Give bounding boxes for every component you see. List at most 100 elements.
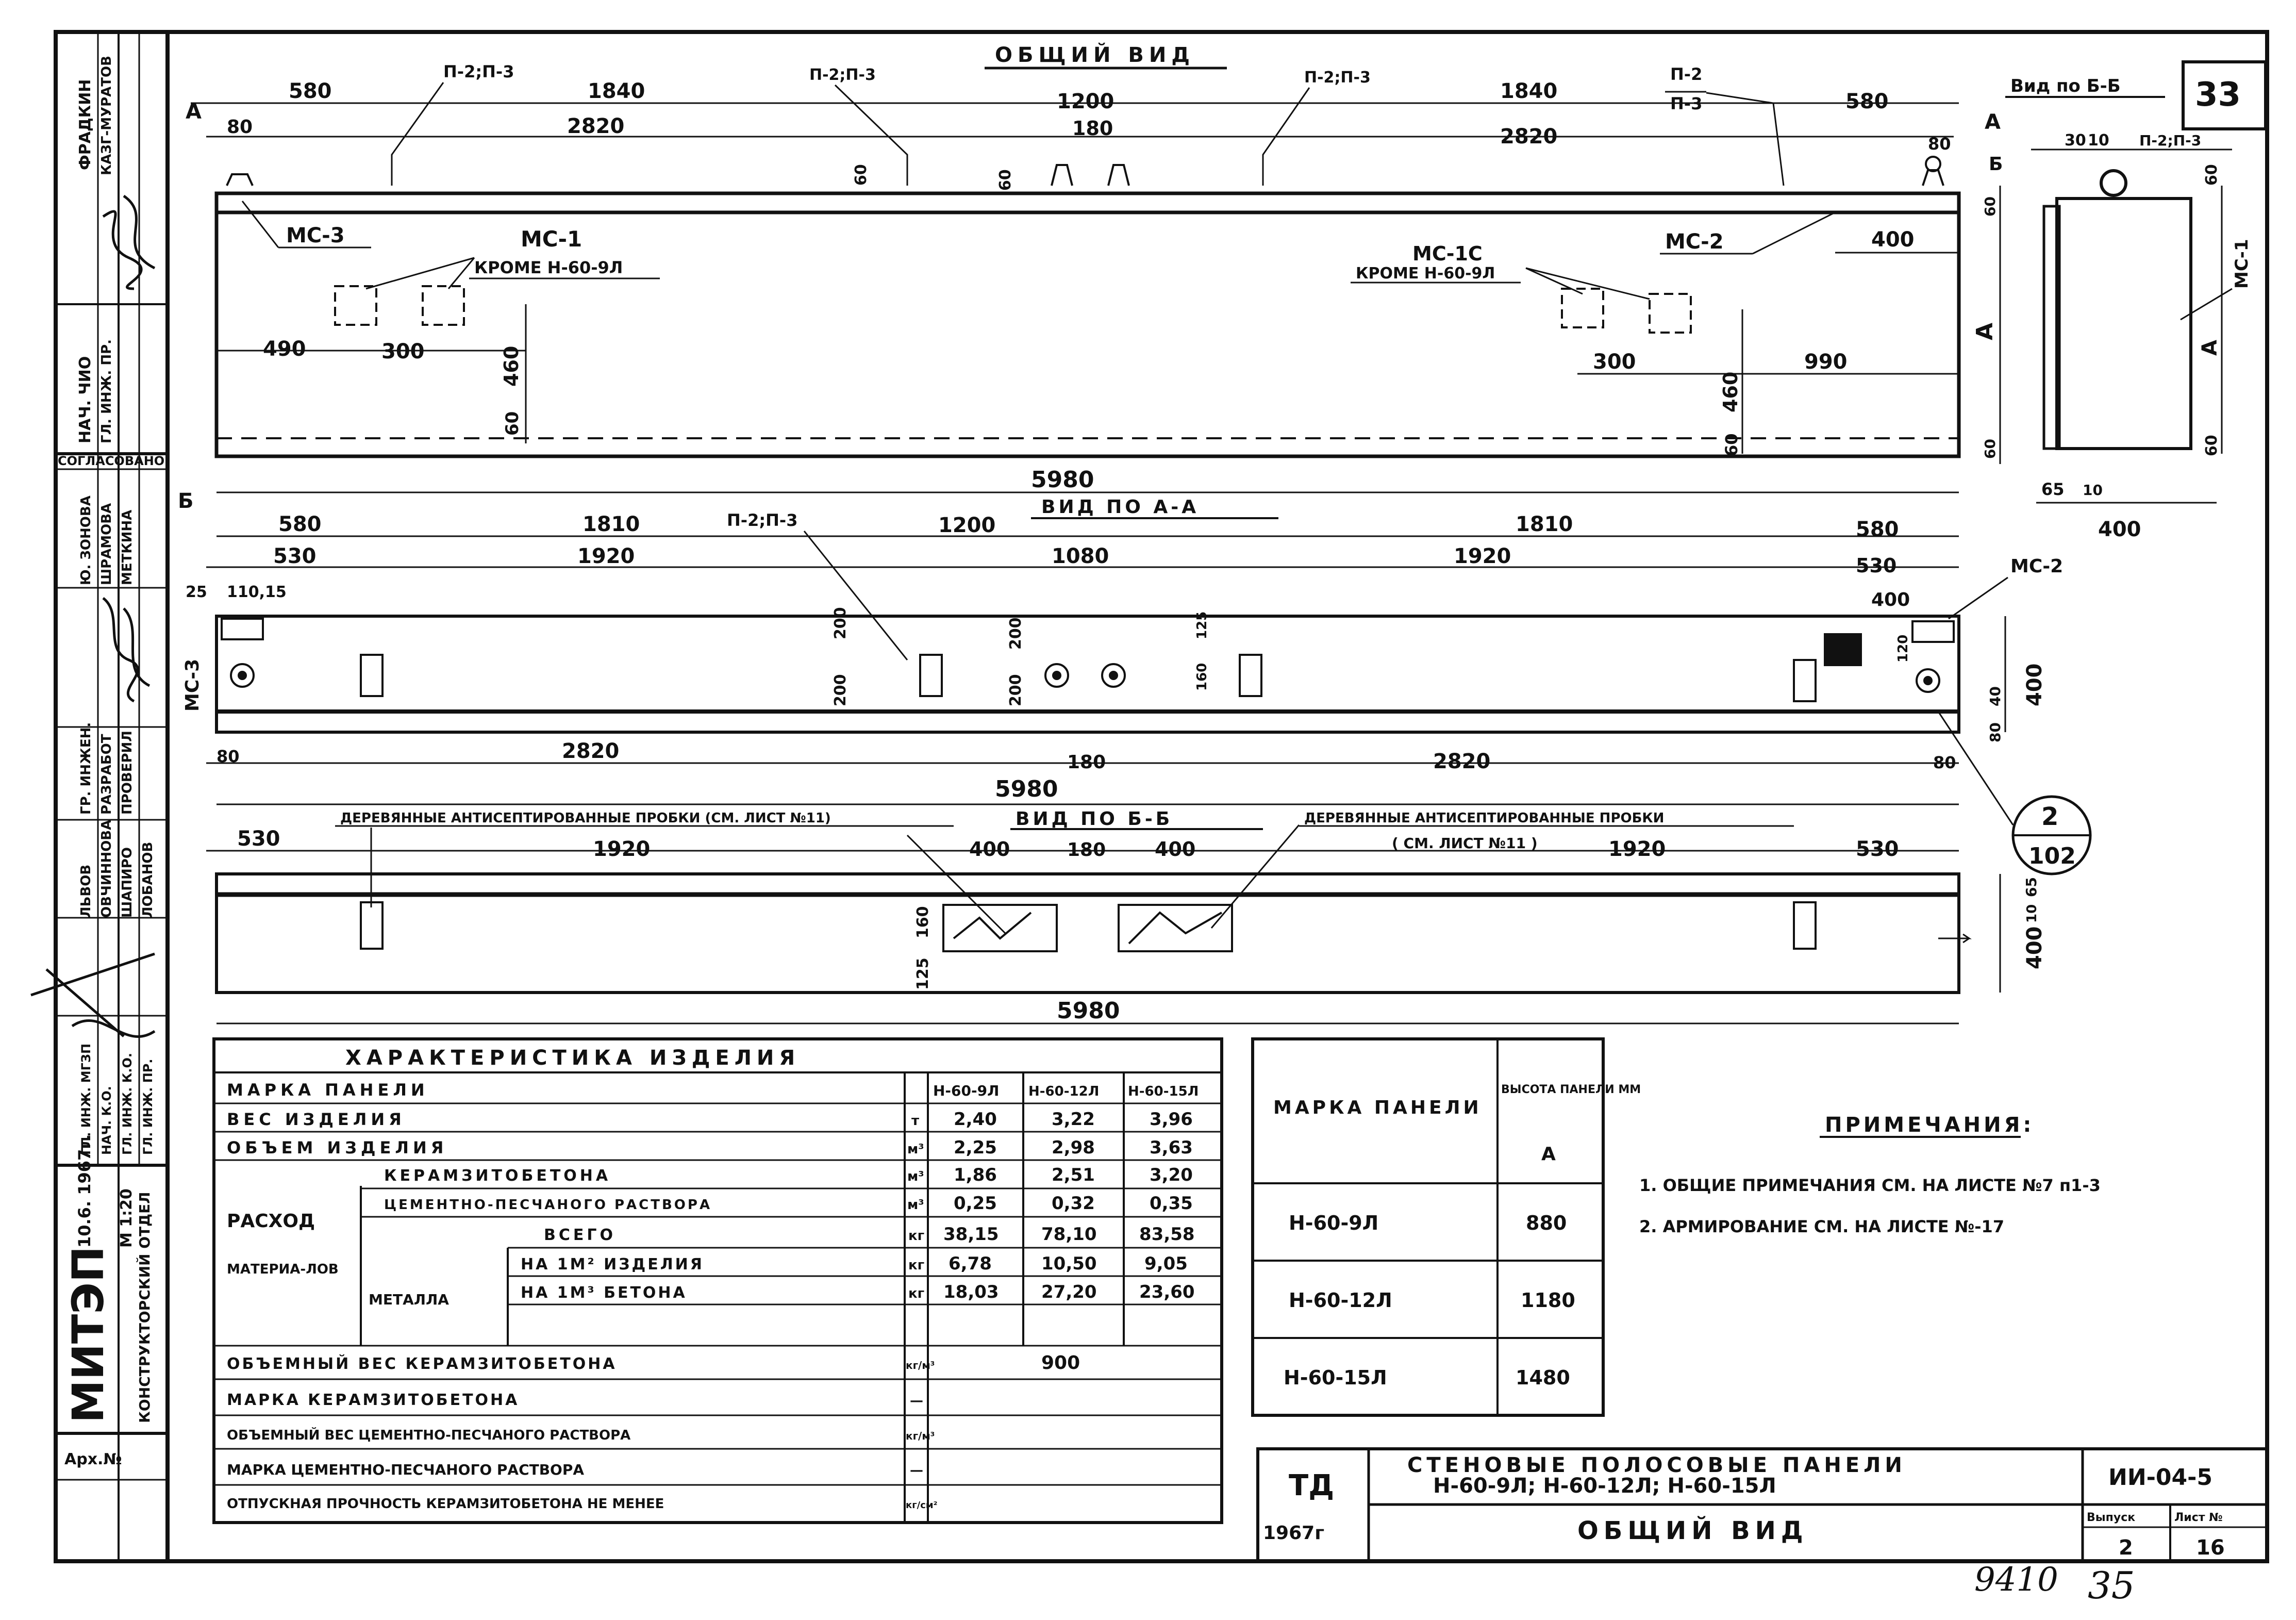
row-2-label: ОБЪЕМ ИЗДЕЛИЯ bbox=[227, 1138, 447, 1158]
r3-v3: 3,20 bbox=[1150, 1165, 1193, 1185]
mc1c-except: КРОМЕ Н-60-9Л bbox=[1356, 265, 1495, 283]
dim-460b: 460 bbox=[1719, 372, 1742, 412]
row-9-unit: — bbox=[910, 1393, 923, 1409]
row-12-unit: кг/см² bbox=[906, 1500, 937, 1511]
dim-60b: 60 bbox=[1722, 433, 1741, 456]
va-top2-5: 530 bbox=[1856, 554, 1896, 577]
va-d110: 110,15 bbox=[227, 583, 287, 601]
strip-scale: М 1:20 bbox=[118, 1188, 136, 1248]
va-top1-4: 1810 bbox=[1516, 513, 1573, 536]
row-5-label: ВСЕГО bbox=[544, 1226, 616, 1244]
va-d2820b: 2820 bbox=[1433, 750, 1490, 773]
r8-v1: 900 bbox=[1041, 1352, 1080, 1374]
signature-marks bbox=[30, 194, 156, 1038]
r1-v2: 3,22 bbox=[1052, 1109, 1095, 1130]
row-7-label: НА 1М³ БЕТОНА bbox=[521, 1284, 687, 1302]
r3-v1: 1,86 bbox=[954, 1165, 997, 1185]
r5-v2: 78,10 bbox=[1041, 1224, 1097, 1245]
strip-name-4: ГЛ. ИНЖ. ПР. bbox=[99, 339, 114, 443]
ht-height-1: 880 bbox=[1526, 1212, 1567, 1234]
tb-td: ТД bbox=[1289, 1469, 1334, 1502]
vb-dim-2: 1920 bbox=[593, 837, 650, 861]
bottom-number-b: 35 bbox=[2088, 1564, 2135, 1607]
side-view: 30 10 П-2;П-3 60 МС-1 А 60 65 10 400 bbox=[2031, 131, 2252, 541]
dim-60-side-top: 60 bbox=[1982, 196, 1999, 217]
ht-mark-3: Н-60-15Л bbox=[1284, 1366, 1387, 1389]
header: ОБЩИЙ ВИД 33 Вид по Б-Б bbox=[985, 42, 2267, 130]
vb-length: 5980 bbox=[1057, 998, 1120, 1024]
notes: ПРИМЕЧАНИЯ: 1. ОБЩИЕ ПРИМЕЧАНИЯ СМ. НА Л… bbox=[1639, 1113, 2101, 1236]
row-10-label: ОБЪЕМНЫЙ ВЕС ЦЕМЕНТНО-ПЕСЧАНОГО РАСТВОРА bbox=[227, 1427, 630, 1443]
side-d60-top: 60 bbox=[2203, 164, 2221, 186]
mid-dim-1: 80 bbox=[227, 117, 253, 138]
strip-date: 10.6. 1967г. bbox=[75, 1134, 94, 1248]
row-2-unit: м³ bbox=[907, 1142, 924, 1157]
va-d200d: 200 bbox=[1007, 674, 1025, 706]
ht-h2: ВЫСОТА ПАНЕЛИ ММ bbox=[1501, 1083, 1641, 1096]
strip-name-7: МЕТКИНА bbox=[120, 510, 135, 585]
p-tag-3: П-2;П-3 bbox=[1304, 69, 1371, 87]
p-tag-4: П-2 bbox=[1670, 64, 1702, 84]
ht-height-2: 1180 bbox=[1521, 1289, 1575, 1312]
left-strip: ФРАДКИН КАЗГ-МУРАТОВ НАЧ. ЧИО ГЛ. ИНЖ. П… bbox=[30, 56, 168, 1481]
strip-name-14: ЛОБАНОВ bbox=[140, 842, 156, 918]
strip-arch: Арх.№ bbox=[64, 1450, 122, 1468]
note-1: 1. ОБЩИЕ ПРИМЕЧАНИЯ СМ. НА ЛИСТЕ №7 п1-3 bbox=[1639, 1176, 2101, 1195]
tb-sheet-label: Лист № bbox=[2174, 1511, 2223, 1524]
va-top1-3: 1200 bbox=[938, 514, 995, 537]
group-metalla: МЕТАЛЛА bbox=[369, 1291, 449, 1308]
top-dim-4: 1840 bbox=[1500, 79, 1557, 103]
mid-dim-2: 2820 bbox=[567, 114, 624, 138]
top-length: 5980 bbox=[1031, 467, 1094, 493]
dim-400: 400 bbox=[1871, 228, 1915, 252]
marker-a-right: А bbox=[1985, 110, 2001, 134]
sheet-number-box bbox=[2182, 60, 2267, 130]
row-6-unit: кг bbox=[908, 1258, 924, 1273]
vb-d400: 400 bbox=[2023, 927, 2047, 970]
char-title: ХАРАКТЕРИСТИКА ИЗДЕЛИЯ bbox=[345, 1046, 800, 1070]
row-11-unit: — bbox=[910, 1463, 923, 1478]
va-d200a: 200 bbox=[831, 607, 850, 639]
r7-v3: 23,60 bbox=[1139, 1282, 1195, 1302]
row-4-label: ЦЕМЕНТНО-ПЕСЧАНОГО РАСТВОРА bbox=[384, 1197, 712, 1213]
strip-org: МИТЭП bbox=[63, 1246, 113, 1423]
r6-v1: 6,78 bbox=[949, 1253, 992, 1274]
plugs-right: ДЕРЕВЯННЫЕ АНТИСЕПТИРОВАННЫЕ ПРОБКИ bbox=[1304, 811, 1664, 826]
va-d2820a: 2820 bbox=[562, 739, 619, 763]
row-10-unit: кг/м³ bbox=[906, 1430, 935, 1442]
vb-dim-4: 180 bbox=[1067, 839, 1106, 861]
dim-60-side-bottom: 60 bbox=[1982, 439, 1999, 459]
r2-v1: 2,25 bbox=[954, 1137, 997, 1158]
top-view: 580 1840 1200 1840 580 80 2820 180 2820 … bbox=[178, 62, 2003, 513]
strip-name-10: ПРОВЕРИЛ bbox=[120, 731, 135, 815]
bottom-number-a: 9410 bbox=[1974, 1561, 2058, 1599]
marker-b-left: Б bbox=[178, 489, 194, 513]
row-4-unit: м³ bbox=[907, 1197, 924, 1213]
lift-loop bbox=[2100, 169, 2127, 197]
vb-d65: 65 bbox=[2023, 877, 2040, 897]
va-d80b: 80 bbox=[1933, 753, 1956, 772]
vb-dim-5: 400 bbox=[1155, 838, 1195, 861]
mid-dim-5: 80 bbox=[1928, 134, 1951, 154]
side-d10a: 10 bbox=[2088, 131, 2109, 150]
va-d400a: 400 bbox=[1871, 589, 1910, 610]
tb-issue: 2 bbox=[2119, 1536, 2133, 1560]
col-h3: Н-60-15Л bbox=[1128, 1084, 1199, 1099]
row-9-label: МАРКА КЕРАМЗИТОБЕТОНА bbox=[227, 1391, 519, 1409]
va-top1-5: 580 bbox=[1856, 518, 1899, 541]
ht-mark-2: Н-60-12Л bbox=[1289, 1289, 1392, 1312]
r5-v1: 38,15 bbox=[943, 1224, 999, 1245]
strip-role-1: ГЛ. ИНЖ. МГЗП bbox=[79, 1044, 93, 1155]
top-dim-1: 580 bbox=[289, 79, 332, 103]
ht-h2a: А bbox=[1541, 1144, 1556, 1165]
row-0-label: МАРКА ПАНЕЛИ bbox=[227, 1080, 429, 1100]
plugs-left: ДЕРЕВЯННЫЕ АНТИСЕПТИРОВАННЫЕ ПРОБКИ (СМ.… bbox=[340, 811, 831, 826]
strip-name-5: Ю. ЗОНОВА bbox=[78, 495, 94, 585]
mc1-label: МС-1 bbox=[521, 226, 582, 252]
r6-v3: 9,05 bbox=[1144, 1253, 1188, 1274]
va-mc3: МС-3 bbox=[182, 659, 203, 712]
side-p-tag: П-2;П-3 bbox=[2139, 132, 2201, 149]
tb-sheet: 16 bbox=[2196, 1536, 2225, 1560]
dim-990: 990 bbox=[1804, 350, 1848, 374]
strip-name-12: ОВЧИННОВА bbox=[99, 820, 114, 918]
